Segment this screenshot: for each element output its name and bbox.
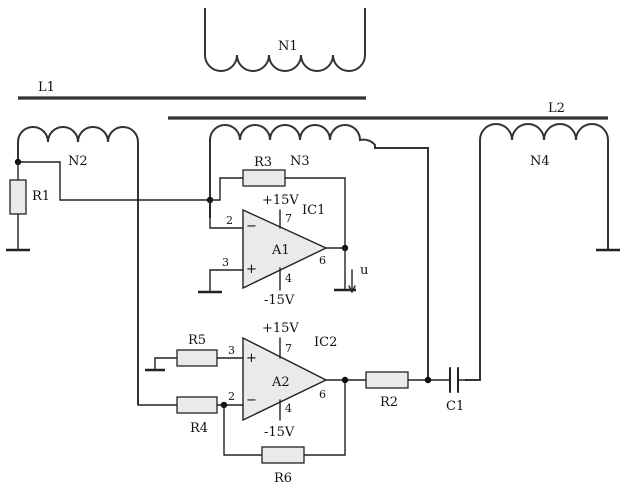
arrow-down-icon	[348, 285, 356, 293]
label-ic1: IC1	[302, 203, 325, 218]
label-r1: R1	[32, 189, 50, 204]
pin-2: 2	[228, 390, 235, 403]
label-r3: R3	[254, 155, 272, 170]
pin-7: 7	[285, 342, 292, 355]
label-u: u	[360, 263, 368, 278]
sign-noninverting: +	[246, 262, 257, 277]
pin-6: 6	[319, 254, 326, 267]
sign-inverting: −	[246, 393, 257, 408]
sign-inverting: −	[246, 219, 257, 234]
label-c1: C1	[446, 399, 464, 414]
pin-7: 7	[285, 212, 292, 225]
label-r5: R5	[188, 333, 206, 348]
label-n1: N1	[278, 39, 298, 54]
label-plus15: +15V	[262, 193, 299, 208]
sign-noninverting: +	[246, 351, 257, 366]
coil-n3	[209, 124, 429, 380]
label-minus15: -15V	[264, 293, 295, 308]
pin-4: 4	[285, 272, 292, 285]
pin-3: 3	[222, 256, 229, 269]
resistor-r2	[365, 371, 409, 389]
coil-n1	[204, 8, 366, 72]
coil-n4	[465, 123, 609, 381]
label-a1: A1	[271, 243, 290, 258]
opamp-a1	[242, 208, 328, 290]
label-minus15: -15V	[264, 425, 295, 440]
junction-dot	[424, 376, 432, 384]
junction-dot	[341, 376, 349, 384]
label-l1: L1	[38, 80, 55, 95]
label-n4: N4	[530, 154, 550, 169]
pin-6: 6	[319, 388, 326, 401]
resistor-r4	[176, 396, 218, 414]
label-r2: R2	[380, 395, 398, 410]
resistor-r5	[176, 349, 218, 367]
label-a2: A2	[271, 375, 290, 390]
resistor-r1	[9, 179, 27, 215]
label-r4: R4	[190, 421, 208, 436]
pin-4: 4	[285, 402, 292, 415]
resistor-r6	[261, 446, 305, 464]
label-ic2: IC2	[314, 335, 337, 350]
label-plus15: +15V	[262, 321, 299, 336]
label-l2: L2	[548, 101, 565, 116]
pin-2: 2	[226, 214, 233, 227]
label-n2: N2	[68, 154, 88, 169]
opamp-a2	[242, 336, 328, 422]
label-n3: N3	[290, 154, 310, 169]
coil-n2	[17, 126, 139, 405]
label-r6: R6	[274, 471, 292, 486]
pin-3: 3	[228, 344, 235, 357]
resistor-r3	[242, 169, 286, 187]
